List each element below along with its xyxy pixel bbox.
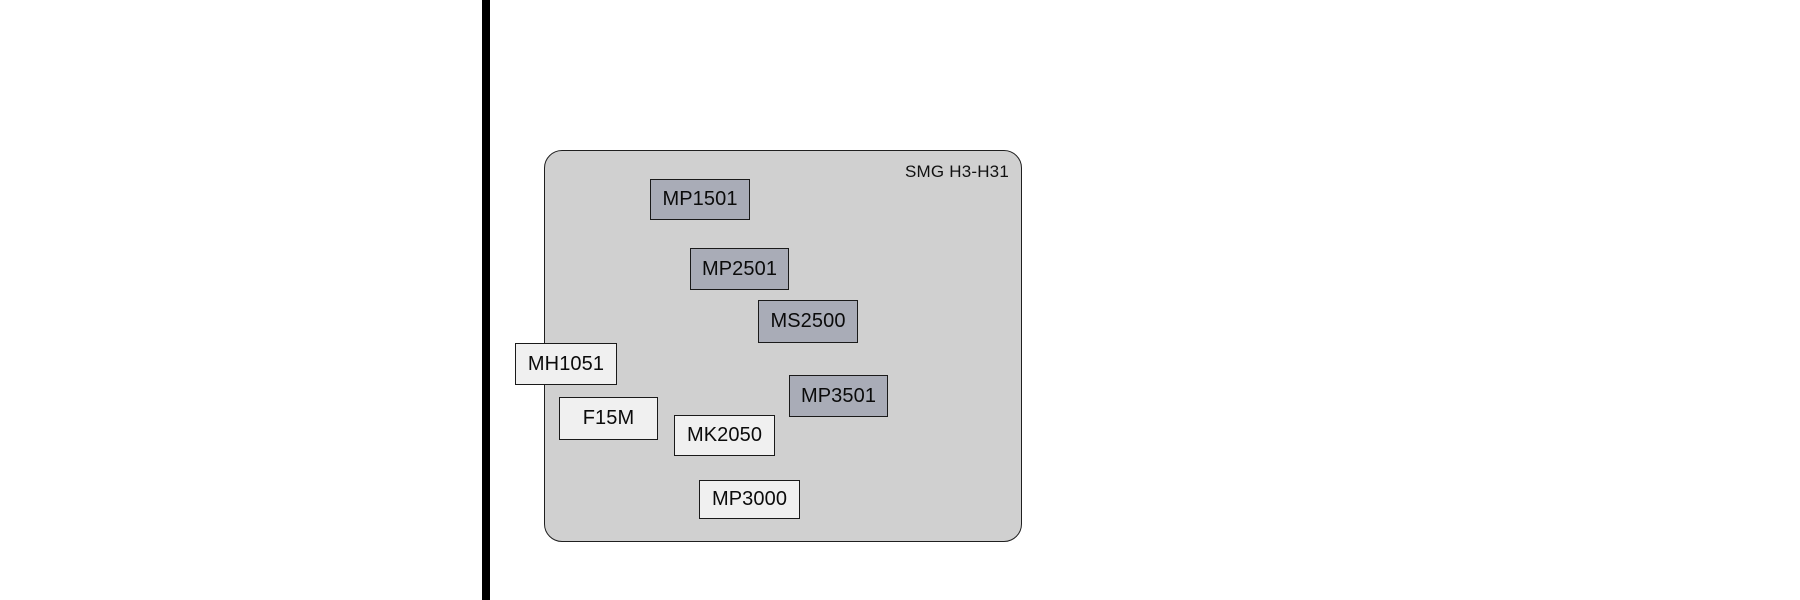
- device-node-mp1501[interactable]: MP1501: [650, 179, 750, 220]
- device-node-ms2500[interactable]: MS2500: [758, 300, 858, 343]
- device-node-f15m[interactable]: F15M: [559, 397, 658, 440]
- device-label: MP3000: [711, 488, 788, 510]
- device-node-mk2050[interactable]: MK2050: [674, 415, 775, 456]
- device-label: MP1501: [662, 188, 738, 210]
- device-label: MK2050: [686, 424, 763, 446]
- device-node-mp3501[interactable]: MP3501: [789, 375, 888, 417]
- device-label: MP2501: [701, 257, 778, 280]
- group-title: SMG H3-H31: [904, 162, 1009, 181]
- device-label: MS2500: [770, 310, 846, 332]
- device-node-mp3000[interactable]: MP3000: [699, 480, 800, 519]
- device-group-box: SMG H3-H31: [544, 150, 1022, 542]
- device-label: MP3501: [800, 384, 877, 407]
- device-label: MH1051: [527, 352, 605, 375]
- device-label: F15M: [582, 407, 635, 429]
- device-node-mp2501[interactable]: MP2501: [690, 248, 789, 290]
- vertical-divider-line: [482, 0, 490, 600]
- device-node-mh1051[interactable]: MH1051: [515, 343, 617, 385]
